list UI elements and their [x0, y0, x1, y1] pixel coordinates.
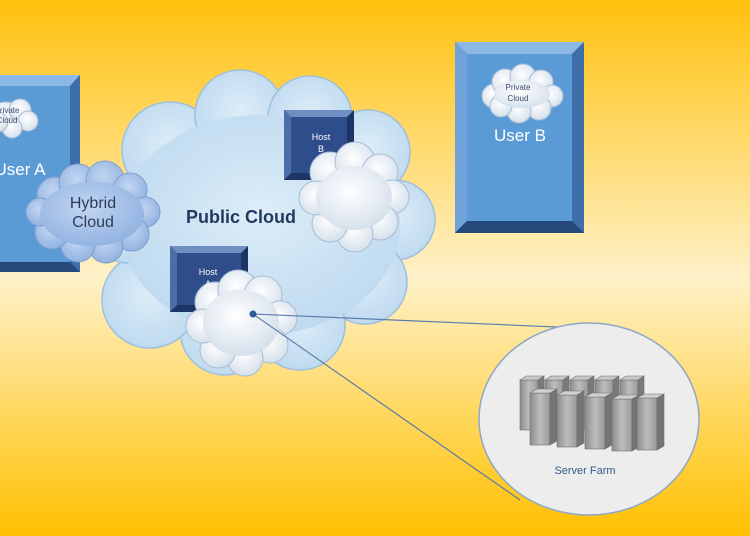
server-rack [635, 393, 666, 451]
hybrid-cloud-label: Hybrid Cloud [69, 195, 117, 231]
user-b-private-cloud [481, 63, 564, 124]
user-a-private-cloud [0, 98, 39, 139]
user-a-label: User A [0, 160, 46, 179]
server-rack [555, 390, 586, 448]
connector-dot [249, 310, 257, 318]
zoom-connector [252, 313, 581, 501]
host-a-cloud [185, 269, 298, 377]
host-b-label: Host B [311, 132, 331, 154]
server-rack [528, 388, 559, 446]
host-b-cloud [298, 141, 410, 253]
server-racks [519, 375, 666, 452]
user-b-label: User B [494, 126, 546, 145]
user-a-private-cloud-label: Private Cloud [0, 106, 20, 125]
server-rack [610, 394, 641, 452]
hybrid-cloud-shape [25, 160, 161, 264]
server-rack [583, 392, 614, 450]
public-cloud-label: Public Cloud [186, 207, 296, 227]
user-b-private-cloud-label: Private Cloud [505, 83, 531, 103]
host-a-label: Host A [198, 267, 218, 289]
server-farm-label: Server Farm [554, 465, 616, 477]
